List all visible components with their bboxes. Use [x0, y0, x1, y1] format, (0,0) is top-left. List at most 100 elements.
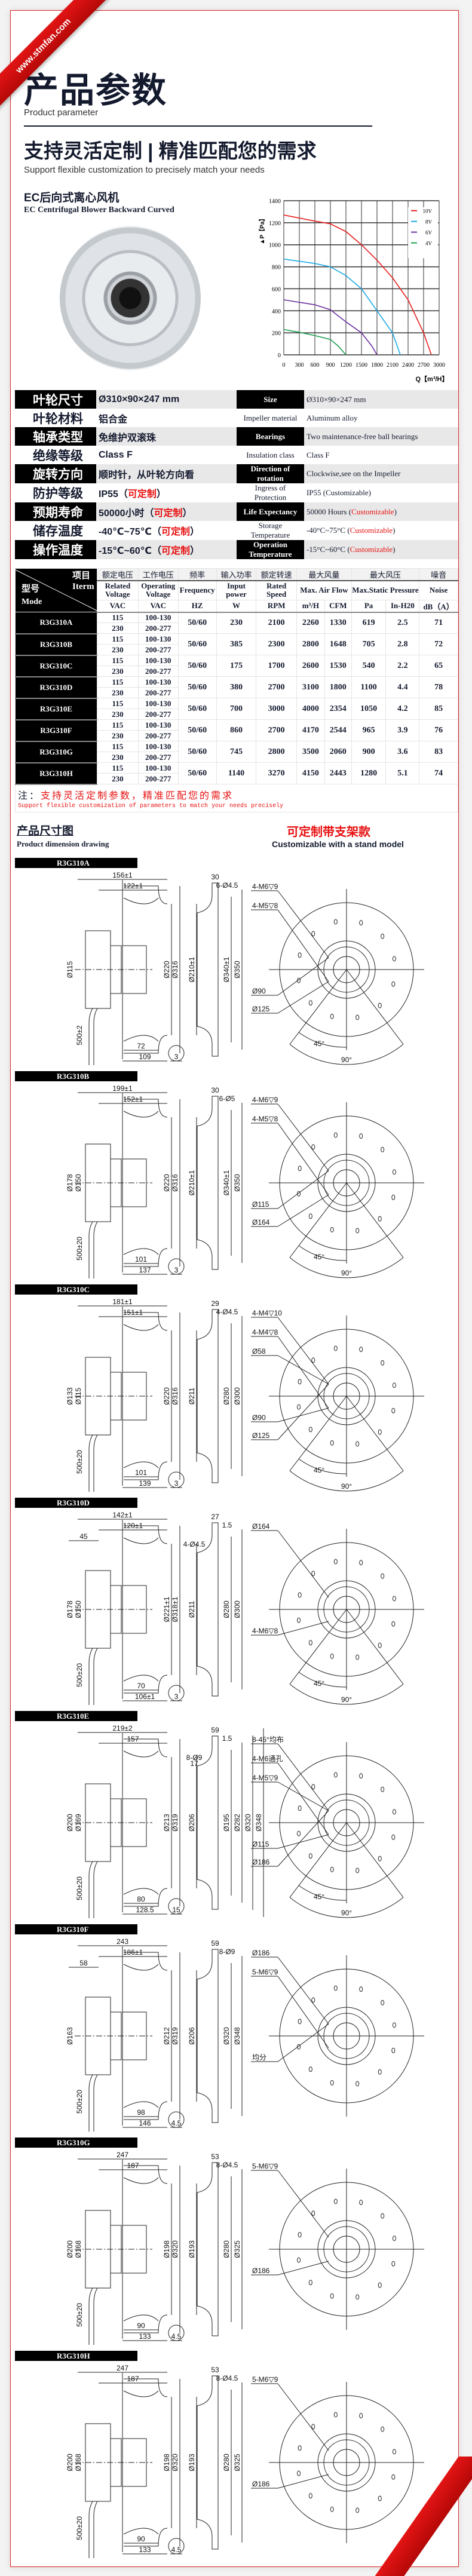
corner-item-cn: 项目: [72, 571, 91, 581]
model-label-bar: R3G310G: [15, 2138, 137, 2148]
model-cell: R3G310C: [15, 655, 97, 677]
front-dimension-label: Ø164: [252, 1218, 270, 1226]
customizable-tag: 可定制: [161, 527, 191, 538]
dimension-label: 157: [127, 1735, 139, 1743]
cell-inh2o: 3.9: [385, 719, 420, 741]
front-dimension-label: 4-M4▽8: [252, 1328, 278, 1336]
operating-voltage: 100-130: [137, 698, 179, 709]
front-dimension-label: Ø115: [252, 1200, 269, 1209]
value-text: -40°C~75°C (: [306, 526, 350, 535]
cell-cfm: 2060: [324, 741, 352, 763]
spec-value-cn: 50000小时（可定制）: [96, 502, 237, 522]
dimension-label: Ø340±1: [222, 956, 231, 982]
dimension-label: Ø316: [171, 1387, 179, 1405]
dimension-label: Ø320: [222, 2027, 231, 2045]
rated-voltage: 230: [97, 687, 139, 698]
header-en: Operating Voltage: [137, 580, 179, 600]
customizable-tag: 可定制: [127, 489, 157, 500]
cell-cfm: 2544: [324, 719, 352, 741]
spec-value-en: Two maintenance-free ball bearings: [304, 427, 458, 446]
dimension-label: Ø280: [222, 1600, 231, 1618]
dimension-label: Ø220: [163, 961, 171, 979]
rated-voltage: 115: [97, 676, 139, 688]
x-tick-label: 1800: [371, 362, 383, 369]
dimension-label: Ø193: [188, 2454, 196, 2471]
inlet-ring-profile: [197, 1522, 219, 1697]
header-en: Input power: [216, 580, 257, 600]
side-view: [75, 1733, 185, 1918]
dimension-label: 181±1: [112, 1298, 133, 1306]
cell-rpm: 2800: [256, 741, 298, 763]
cell-db: 83: [419, 741, 458, 763]
model-label-bar: R3G310E: [15, 1711, 137, 1721]
headline-en: Support flexible customization to precis…: [24, 165, 265, 175]
angle-label: 45°: [314, 1039, 324, 1048]
dimension-label: 128.5: [136, 1906, 154, 1914]
dimension-label: Ø221±1: [163, 1596, 171, 1622]
x-tick-label: 2700: [418, 362, 430, 369]
header-cn: 频率: [177, 568, 217, 581]
cell-pa: 1050: [351, 698, 387, 720]
dimension-label: Ø300: [233, 1600, 241, 1618]
dimension-label: 199±1: [112, 1084, 133, 1093]
dimension-label: 59: [211, 1939, 219, 1948]
cell-m3h: 4170: [296, 719, 325, 741]
customizable-tag: 可定制: [161, 546, 191, 557]
value-text: Ø310×90×247 mm: [306, 394, 366, 404]
value-text: ): [393, 545, 396, 554]
cell-db: 85: [419, 698, 458, 720]
fan-product-image: [60, 226, 201, 370]
dimension-label: Ø150: [74, 1600, 82, 1618]
operating-voltage: 200-277: [137, 752, 179, 763]
series-line-4V: [283, 329, 347, 355]
dimension-label: Ø280: [222, 2240, 231, 2258]
front-view: [269, 2169, 424, 2330]
dimension-label: Ø200: [66, 2454, 74, 2471]
spec-label-en: Insulation class: [236, 446, 304, 465]
dimension-label: Ø282: [233, 1814, 241, 1832]
cell-db: 74: [419, 762, 458, 784]
unit-cell: W: [216, 599, 257, 613]
dimension-label: Ø320: [171, 2454, 179, 2471]
front-dimension-label: Ø186: [252, 2267, 270, 2275]
dimension-title: 产品尺寸图: [17, 825, 74, 838]
unit-cell: VAC: [97, 599, 139, 613]
front-view: [269, 1315, 424, 1492]
header-cn: 噪音: [419, 568, 458, 581]
series-line-6V: [283, 299, 378, 355]
corner-model-cn: 型号: [22, 584, 40, 594]
front-view: [269, 1529, 424, 1705]
dimension-label: 146: [139, 2119, 151, 2127]
legend-label: 4V: [425, 241, 433, 247]
side-view: [75, 880, 185, 1065]
cell-pa: 540: [351, 655, 387, 677]
front-dimension-label: 4-M6通孔: [252, 1755, 283, 1763]
header-cn: 最大风量: [296, 568, 352, 581]
cell-cfm: 1530: [324, 655, 352, 677]
cell-inh2o: 2.5: [385, 612, 420, 634]
dimension-label: Ø300: [233, 1387, 241, 1405]
customizable-tag: 可定制: [154, 508, 183, 519]
dimension-title-en: Product dimension drawing: [17, 839, 109, 848]
cell-cfm: 2354: [324, 698, 352, 720]
dimension-label: 500±20: [75, 1876, 84, 1900]
front-view: [269, 1102, 424, 1278]
model-label-bar: R3G310D: [15, 1498, 137, 1508]
cell-cfm: 1800: [324, 676, 352, 698]
y-tick-label: 1200: [269, 220, 281, 227]
operating-voltage: 100-130: [137, 762, 179, 774]
rated-voltage: 115: [97, 698, 139, 709]
spec-value-en: -15°C~60°C (Customizable): [304, 540, 458, 560]
dimension-label: 500±20: [75, 1663, 84, 1687]
dimension-label: Ø213: [163, 1814, 171, 1832]
